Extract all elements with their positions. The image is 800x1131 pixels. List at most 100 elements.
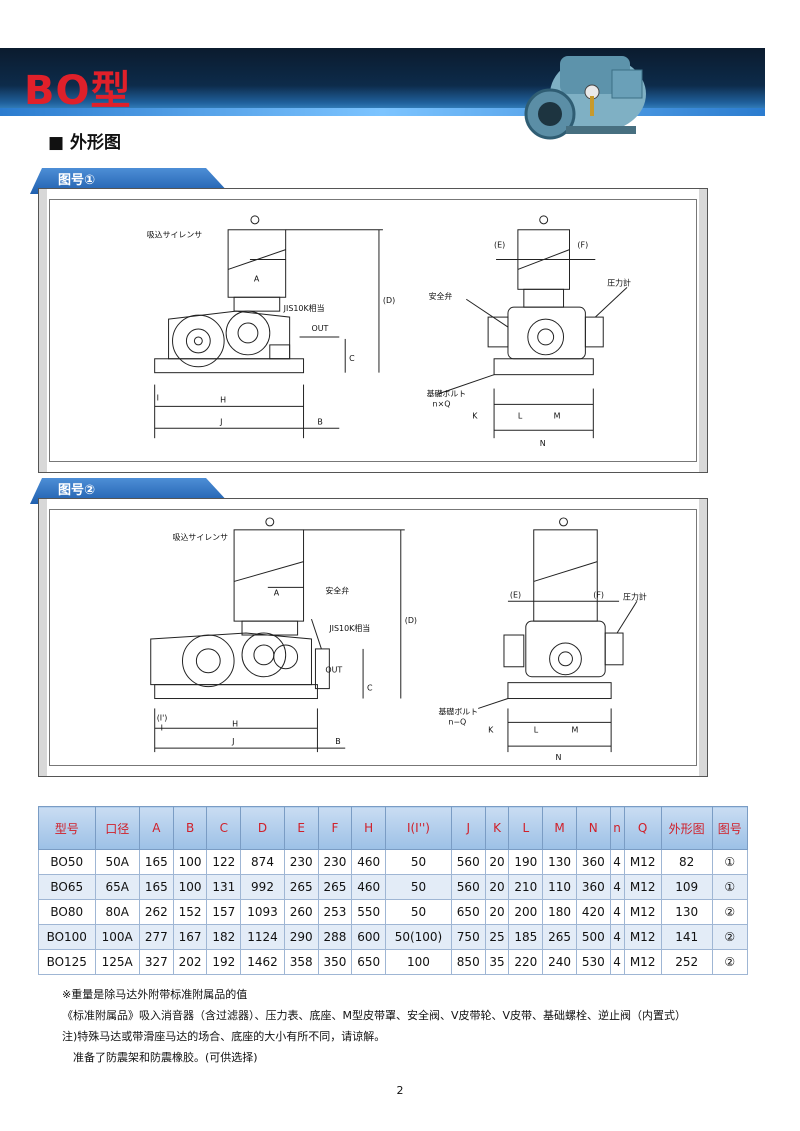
table-cell: 253 bbox=[317, 899, 353, 925]
fig2-dim-i1: (I') bbox=[157, 713, 168, 722]
fig2-safety-label: 安全弁 bbox=[325, 585, 349, 595]
table-cell: 360 bbox=[575, 849, 611, 875]
fig1-bolt-label: 基礎ボルト bbox=[427, 388, 467, 398]
table-cell: 157 bbox=[206, 899, 242, 925]
table-cell: 50 bbox=[385, 849, 452, 875]
table-header-cell: I(I'') bbox=[385, 806, 452, 850]
table-cell: M12 bbox=[623, 899, 662, 925]
table-cell: 265 bbox=[317, 874, 353, 900]
table-cell: 650 bbox=[450, 899, 486, 925]
table-cell: 131 bbox=[206, 874, 242, 900]
figure-1-drawing: 吸込サイレンサ A JIS10K相当 OUT (D) C I H J B (E)… bbox=[49, 199, 697, 462]
table-cell: 4 bbox=[609, 924, 625, 950]
table-header-cell: n bbox=[609, 806, 625, 850]
figure-2-frame: 吸込サイレンサ A 安全弁 JIS10K相当 OUT (D) C (I') I … bbox=[38, 498, 708, 777]
fig1-safety-label: 安全弁 bbox=[429, 291, 453, 301]
page-number: 2 bbox=[396, 1084, 404, 1097]
table-header-cell: 型号 bbox=[38, 806, 96, 850]
table-header-cell: F bbox=[317, 806, 353, 850]
fig1-dim-h: H bbox=[220, 395, 226, 404]
table-cell: M12 bbox=[623, 874, 662, 900]
table-cell: 100 bbox=[172, 849, 208, 875]
table-cell: 165 bbox=[138, 849, 174, 875]
note-motor: 注)特殊马达或带滑座马达的场合、底座的大小有所不同，请谅解。 bbox=[62, 1030, 386, 1043]
fig2-dim-k: K bbox=[488, 725, 494, 734]
table-cell: 82 bbox=[660, 849, 713, 875]
table-cell: BO100 bbox=[38, 924, 96, 950]
table-cell: 874 bbox=[240, 849, 285, 875]
table-cell: 550 bbox=[351, 899, 387, 925]
table-cell: 650 bbox=[351, 949, 387, 975]
table-cell: 277 bbox=[138, 924, 174, 950]
table-cell: 210 bbox=[508, 874, 544, 900]
table-cell: 4 bbox=[609, 849, 625, 875]
fig2-dim-e: (E) bbox=[510, 590, 521, 599]
table-header-cell: 图号 bbox=[711, 806, 749, 850]
table-cell: ② bbox=[711, 899, 749, 925]
table-cell: BO125 bbox=[38, 949, 96, 975]
table-cell: ② bbox=[711, 949, 749, 975]
table-cell: ① bbox=[711, 849, 749, 875]
frame-side-right bbox=[699, 499, 707, 776]
table-cell: ② bbox=[711, 924, 749, 950]
table-cell: 180 bbox=[542, 899, 577, 925]
table-cell: 1124 bbox=[240, 924, 285, 950]
fig2-dim-n: N bbox=[556, 753, 562, 762]
table-cell: 182 bbox=[206, 924, 242, 950]
fig2-dim-l: L bbox=[534, 725, 539, 734]
table-cell: M12 bbox=[623, 924, 662, 950]
table-cell: 20 bbox=[484, 899, 510, 925]
table-cell: 110 bbox=[542, 874, 577, 900]
table-cell: 358 bbox=[283, 949, 319, 975]
table-cell: 560 bbox=[450, 874, 486, 900]
table-cell: 100 bbox=[385, 949, 452, 975]
table-header-cell: A bbox=[138, 806, 174, 850]
fig1-dim-m: M bbox=[554, 411, 561, 420]
table-cell: 141 bbox=[660, 924, 713, 950]
table-header-cell: E bbox=[283, 806, 319, 850]
fig2-out-label: OUT bbox=[325, 666, 342, 675]
table-cell: 125A bbox=[94, 949, 140, 975]
note-weight: ※重量是除马达外附带标准附属品的值 bbox=[62, 988, 248, 1001]
header-stripe bbox=[0, 108, 765, 116]
table-cell: 460 bbox=[351, 849, 387, 875]
fig1-dim-j: J bbox=[219, 417, 222, 426]
table-cell: 100 bbox=[172, 874, 208, 900]
fig1-out-label: OUT bbox=[311, 324, 328, 333]
table-cell: 350 bbox=[317, 949, 353, 975]
table-cell: 420 bbox=[575, 899, 611, 925]
notes: ※重量是除马达外附带标准附属品的值 《标准附属品》吸入消音器（含过滤器）、压力表… bbox=[62, 984, 762, 1068]
fig2-dim-i: I bbox=[161, 723, 163, 732]
frame-side-left bbox=[39, 499, 47, 776]
fig2-dim-c: C bbox=[367, 684, 373, 693]
fig1-gauge-label: 圧力計 bbox=[607, 277, 631, 287]
fig2-dim-b: B bbox=[335, 737, 340, 746]
fig2-silencer-label: 吸込サイレンサ bbox=[173, 533, 229, 542]
table-cell: M12 bbox=[623, 849, 662, 875]
table-cell: 850 bbox=[450, 949, 486, 975]
table-header-cell: 口径 bbox=[94, 806, 140, 850]
table-header-cell: M bbox=[542, 806, 577, 850]
table-cell: 185 bbox=[508, 924, 544, 950]
table-cell: 265 bbox=[542, 924, 577, 950]
table-header-cell: L bbox=[508, 806, 544, 850]
table-cell: 327 bbox=[138, 949, 174, 975]
table-cell: 50 bbox=[385, 874, 452, 900]
fig1-silencer-label: 吸込サイレンサ bbox=[147, 231, 203, 240]
fig1-dim-i: I bbox=[157, 393, 159, 402]
fig2-bolt-label: 基礎ボルト bbox=[438, 706, 478, 716]
table-cell: 240 bbox=[542, 949, 577, 975]
table-cell: 20 bbox=[484, 874, 510, 900]
table-cell: 220 bbox=[508, 949, 544, 975]
table-cell: 25 bbox=[484, 924, 510, 950]
frame-side-left bbox=[39, 189, 47, 472]
table-cell: 290 bbox=[283, 924, 319, 950]
fig1-nq-label: n×Q bbox=[433, 399, 451, 408]
table-cell: 262 bbox=[138, 899, 174, 925]
table-cell: 1093 bbox=[240, 899, 285, 925]
fig1-dim-d: (D) bbox=[383, 296, 395, 305]
fig1-dim-f: (F) bbox=[577, 241, 588, 250]
table-header-cell: C bbox=[206, 806, 242, 850]
